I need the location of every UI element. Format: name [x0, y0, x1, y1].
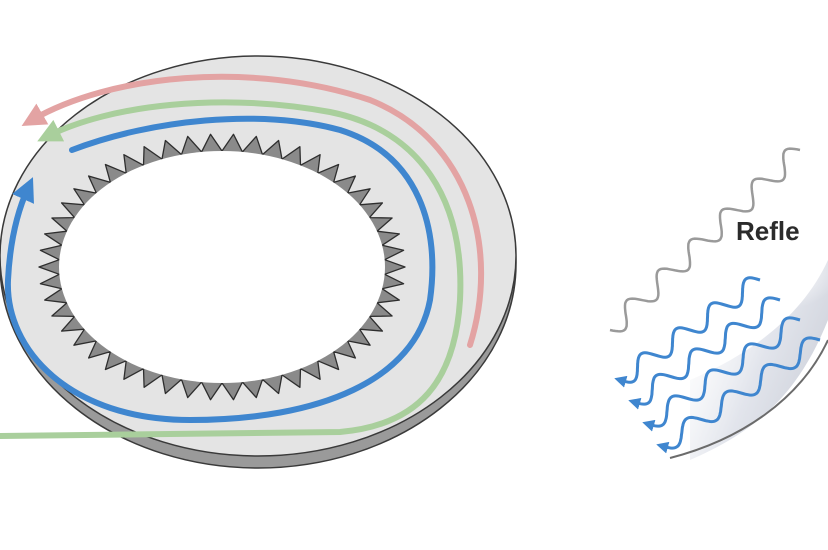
reflected-waves — [614, 276, 821, 454]
reflected-wave — [656, 336, 821, 454]
reflection-panel: Refle — [609, 147, 828, 460]
glow — [720, 230, 828, 310]
red-path — [21, 73, 485, 348]
reflected-wave — [614, 276, 761, 388]
reflection-label: Refle — [736, 216, 800, 246]
reflected-wave — [628, 296, 781, 410]
green-path — [0, 99, 464, 439]
blue-loop-path — [4, 115, 436, 424]
incident-wave — [609, 147, 801, 333]
center-hole — [59, 151, 385, 383]
light-paths — [0, 73, 485, 439]
reflector-edge — [669, 339, 828, 459]
reflected-wave — [642, 316, 801, 432]
reflector-surface — [690, 260, 828, 460]
